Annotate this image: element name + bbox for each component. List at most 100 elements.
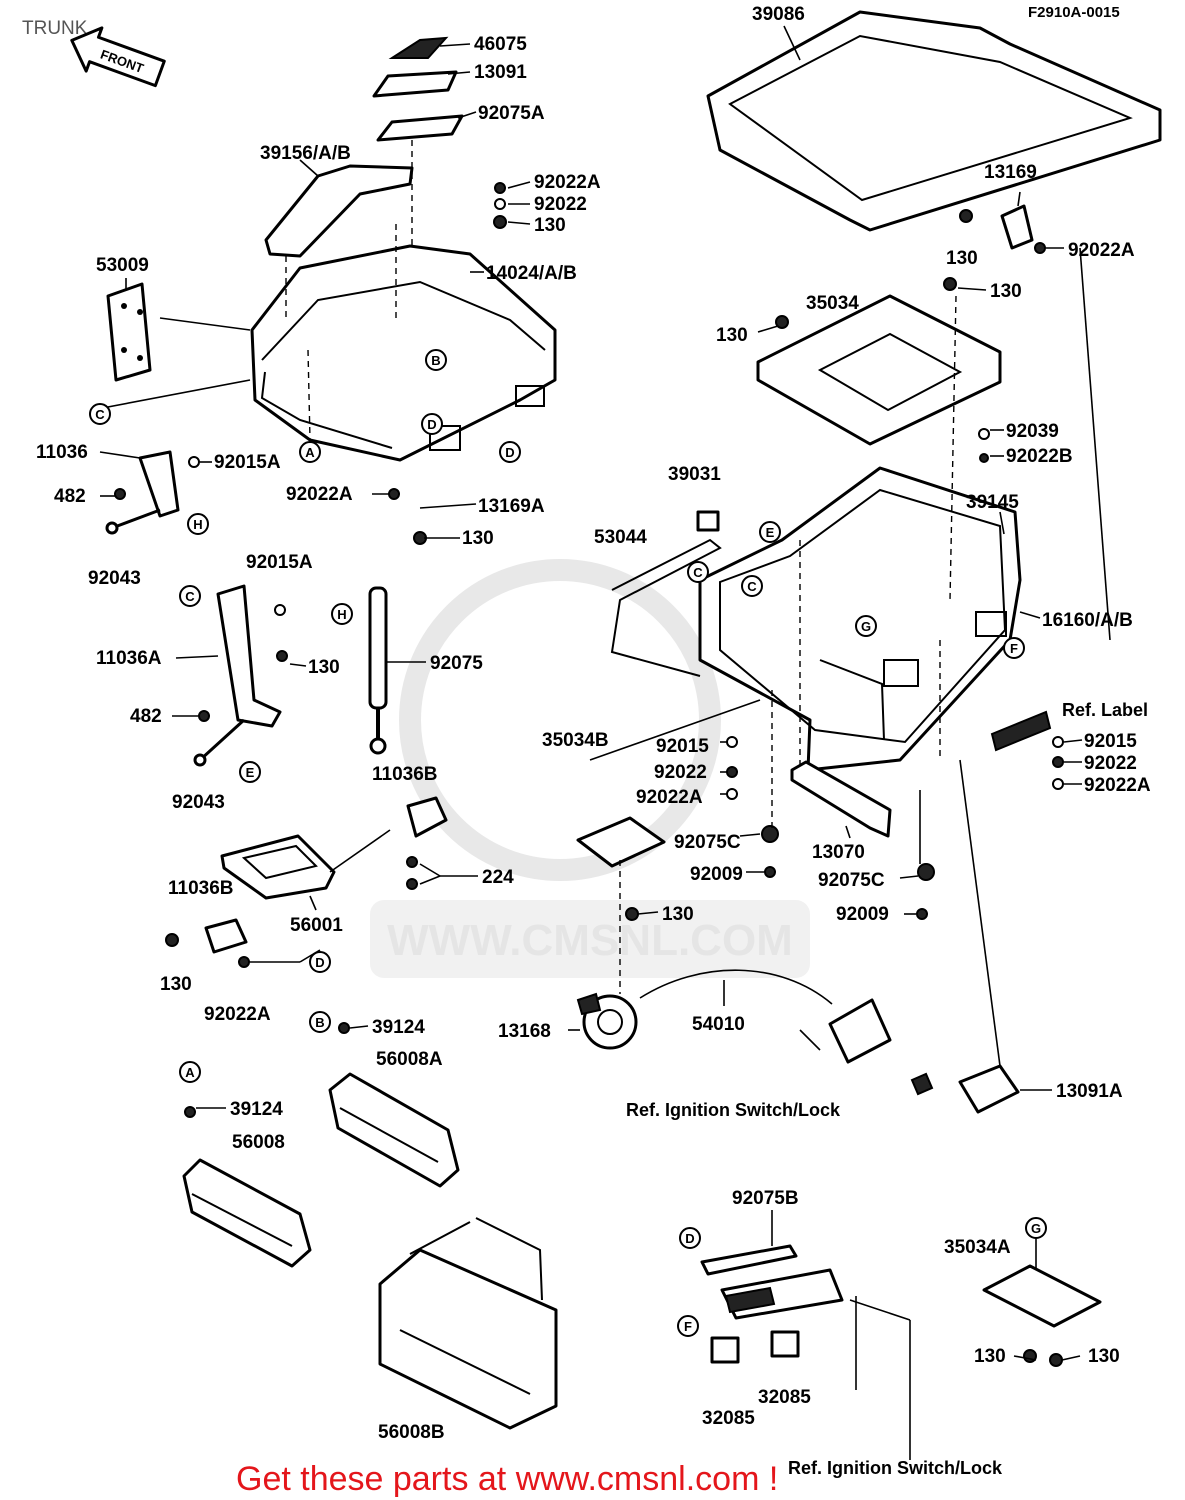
pocket-56008: [182, 1158, 312, 1268]
pad-35034B: [576, 816, 666, 868]
label-13091A: 13091A: [1056, 1081, 1123, 1102]
marker-E-2: E: [759, 521, 781, 543]
label-92043-a: 92043: [88, 568, 141, 589]
label-46075: 46075: [474, 34, 527, 55]
latch-13091A: [958, 1064, 1020, 1114]
label-130-b: 130: [308, 657, 340, 678]
label-53009: 53009: [96, 255, 149, 276]
watermark: WWW.CMSNL.COM: [370, 559, 810, 978]
plate-92075B: [700, 1244, 798, 1276]
svg-text:C: C: [95, 407, 105, 422]
label-56008B: 56008B: [378, 1422, 445, 1443]
marker-C-1: C: [89, 403, 111, 425]
label-92009-b: 92009: [836, 904, 889, 925]
svg-text:H: H: [193, 517, 202, 532]
label-130-e1: 130: [974, 1346, 1006, 1367]
label-56008: 56008: [232, 1132, 285, 1153]
lid-liner-39086: [706, 10, 1162, 232]
phantom-lines: [91, 140, 1111, 1460]
label-92022B: 92022B: [1006, 446, 1073, 467]
marker-C-2: C: [179, 585, 201, 607]
lock-cylinder-13168: [576, 992, 638, 1050]
svg-text:C: C: [185, 589, 195, 604]
svg-text:H: H: [337, 607, 346, 622]
label-130-r2: 130: [990, 281, 1022, 302]
label-92022-top: 92022: [534, 194, 587, 215]
label-92015A-b: 92015A: [246, 552, 313, 573]
ref-label-plate: [990, 710, 1052, 752]
label-39086: 39086: [752, 4, 805, 25]
label-92022A-d: 92022A: [204, 1004, 271, 1025]
label-13070: 13070: [812, 842, 865, 863]
label-92022A-r2: 92022A: [1084, 775, 1151, 796]
diagram-title: TRUNK: [22, 18, 88, 39]
marker-G-1: G: [855, 615, 877, 637]
basket-56008B: [378, 1217, 558, 1430]
label-92022A-r1: 92022A: [1068, 240, 1135, 261]
label-92022A-mid: 92022A: [286, 484, 353, 505]
bracket-13070: [790, 760, 892, 838]
label-56008A: 56008A: [376, 1049, 443, 1070]
label-32085-a: 32085: [702, 1408, 755, 1429]
label-130-r1: 130: [946, 248, 978, 269]
label-ref-ignition-2: Ref. Ignition Switch/Lock: [788, 1458, 1003, 1478]
label-130-top: 130: [534, 215, 566, 236]
key-32085-b: [770, 1330, 800, 1358]
svg-text:C: C: [747, 579, 757, 594]
label-35034: 35034: [806, 293, 859, 314]
marker-E-1: E: [239, 761, 261, 783]
label-92022-r: 92022: [1084, 753, 1137, 774]
handle-13091: [372, 70, 458, 98]
watermark-text: WWW.CMSNL.COM: [387, 916, 793, 965]
label-39124-b: 39124: [230, 1099, 283, 1120]
inner-tray-35034: [756, 294, 1002, 446]
marker-D-4: D: [679, 1227, 701, 1249]
label-130-d: 130: [662, 904, 694, 925]
svg-text:E: E: [766, 525, 775, 540]
svg-text:B: B: [431, 353, 440, 368]
marker-D-3: D: [309, 951, 331, 973]
marker-H-1: H: [187, 513, 209, 535]
label-ref-ignition-1: Ref. Ignition Switch/Lock: [626, 1100, 841, 1120]
bracket-11036: [138, 450, 180, 518]
label-39124-a: 39124: [372, 1017, 425, 1038]
marker-C-4: C: [741, 575, 763, 597]
marker-B-2: B: [309, 1011, 331, 1033]
svg-text:G: G: [1031, 1221, 1041, 1236]
svg-text:D: D: [685, 1231, 694, 1246]
seal-53044: [610, 538, 722, 677]
switch-ref-ignition: [828, 998, 934, 1096]
label-224: 224: [482, 867, 514, 888]
hinge-13169: [1000, 204, 1034, 250]
washer-482-a: [114, 488, 126, 500]
bracket-11036B-b: [204, 918, 248, 954]
label-13091: 13091: [474, 62, 527, 83]
label-92075A: 92075A: [478, 103, 545, 124]
switch-cluster: [720, 1268, 844, 1320]
label-11036B-b: 11036B: [168, 878, 234, 899]
label-92075B: 92075B: [732, 1188, 799, 1209]
label-13169: 13169: [984, 162, 1037, 183]
label-92039: 92039: [1006, 421, 1059, 442]
cable-54010: [639, 969, 833, 1005]
label-92022A-c: 92022A: [636, 787, 703, 808]
gas-stay-92075: [368, 586, 388, 755]
key-32085-a: [710, 1336, 740, 1364]
svg-text:D: D: [505, 445, 514, 460]
svg-text:F: F: [1010, 641, 1018, 656]
diagram-code: F2910A-0015: [1028, 4, 1120, 21]
bracket-11036B-a: [406, 796, 448, 838]
label-92043-b: 92043: [172, 792, 225, 813]
svg-text:B: B: [315, 1015, 324, 1030]
label-54010: 54010: [692, 1014, 745, 1035]
marker-A-1: A: [299, 441, 321, 463]
bolt-92043-b: [193, 718, 246, 767]
label-130-e2: 130: [1088, 1346, 1120, 1367]
svg-text:D: D: [315, 955, 324, 970]
lamp-56001: [220, 834, 336, 900]
label-482-b: 482: [130, 706, 162, 727]
plate-35034A: [982, 1264, 1102, 1328]
marker-A-2: A: [179, 1061, 201, 1083]
footer-link-text[interactable]: Get these parts at www.cmsnl.com !: [236, 1460, 778, 1498]
